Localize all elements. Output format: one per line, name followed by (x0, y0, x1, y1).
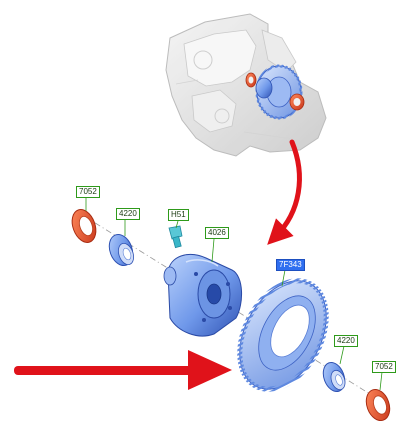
curved-callout-arrow (267, 139, 302, 245)
part-tag-bearing-right: 4220 (334, 335, 358, 347)
transaxle-housing (165, 13, 327, 157)
differential-case (163, 254, 242, 337)
bearing-right (322, 361, 346, 393)
part-tag-differential-case: 4026 (205, 227, 229, 239)
installed-differential-preview (245, 64, 305, 120)
bearing-left (108, 234, 134, 266)
part-tag-vent: H51 (168, 209, 189, 221)
part-tag-ring-gear: 7F343 (276, 259, 305, 271)
part-tag-seal-left: 7052 (76, 186, 100, 198)
seal-right (365, 389, 391, 421)
part-tag-bearing-left: 4220 (116, 208, 140, 220)
part-tag-seal-right: 7052 (372, 361, 396, 373)
vent-plug (168, 225, 183, 249)
leader-lines (85, 197, 383, 391)
seal-left (71, 209, 97, 243)
large-callout-arrow (14, 350, 232, 390)
ring-gear (237, 278, 329, 392)
